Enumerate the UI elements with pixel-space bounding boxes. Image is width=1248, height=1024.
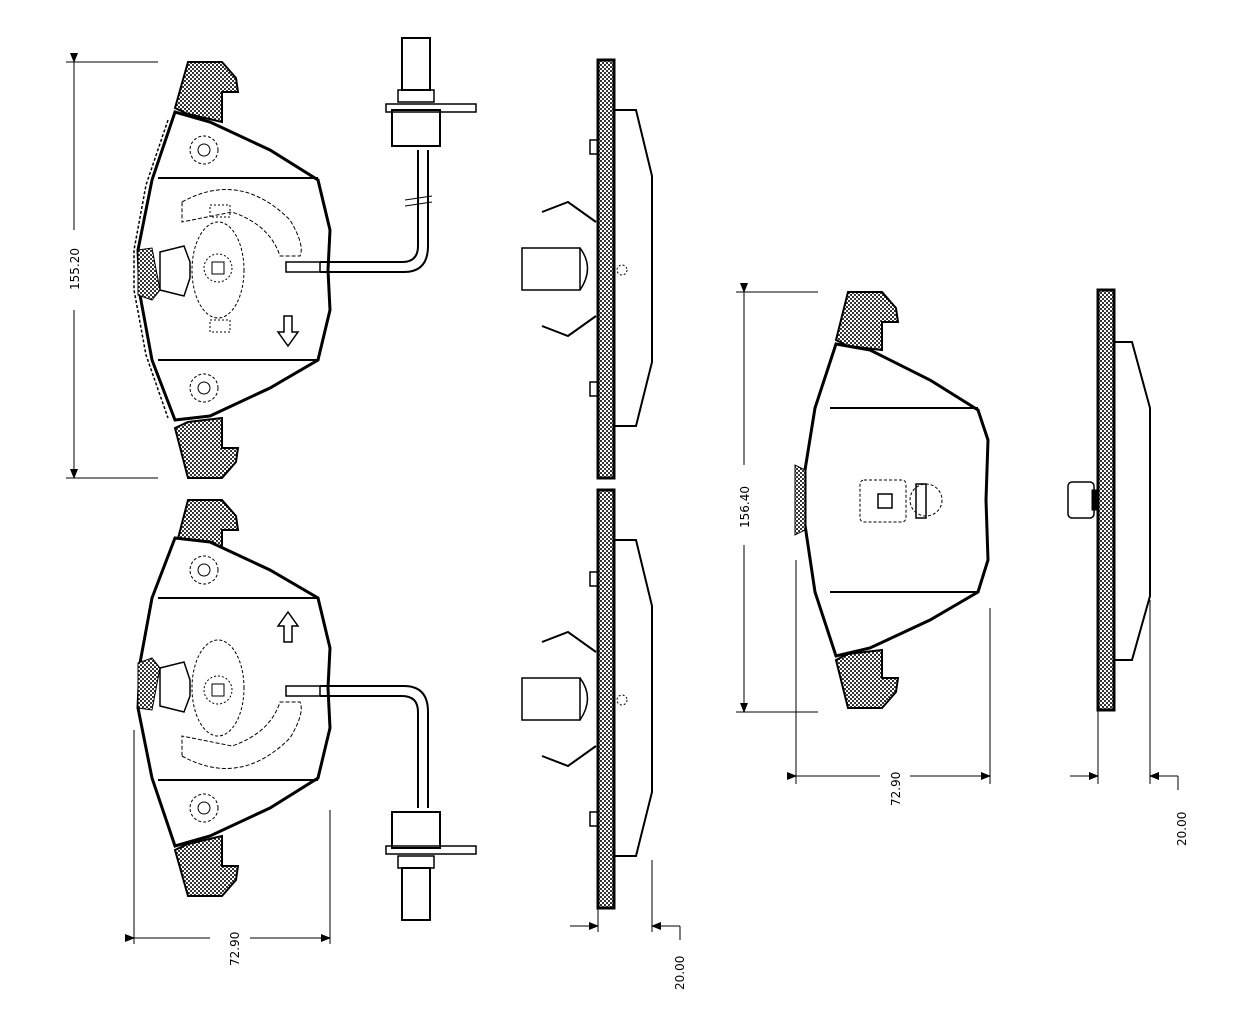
dim-label-pad-a-height: 155.20 [68,248,82,290]
pad-b-side-view [1067,288,1151,712]
pad-a-bottom-side-view [521,488,653,910]
pad-a-top-side-view [521,58,653,480]
dim-label-pad-b-width: 72.90 [889,772,903,806]
dimension-pad-b-height [736,283,818,713]
dimension-pad-b-thickness [1070,600,1179,790]
dimension-pad-a-width [125,730,331,944]
dim-label-pad-b-thickness: 20.00 [1175,812,1189,846]
pad-a-top-front-view [133,37,477,479]
dim-label-pad-a-width: 72.90 [228,932,242,966]
dimension-pad-b-width [787,560,991,784]
pad-b-front-view [794,291,990,709]
dim-label-pad-b-height: 156.40 [738,486,752,528]
dimension-pad-a-thickness [570,860,681,940]
dim-label-pad-a-thickness: 20.00 [673,956,687,990]
dimension-pad-a-height [66,53,158,479]
pad-a-bottom-front-view [136,499,477,921]
